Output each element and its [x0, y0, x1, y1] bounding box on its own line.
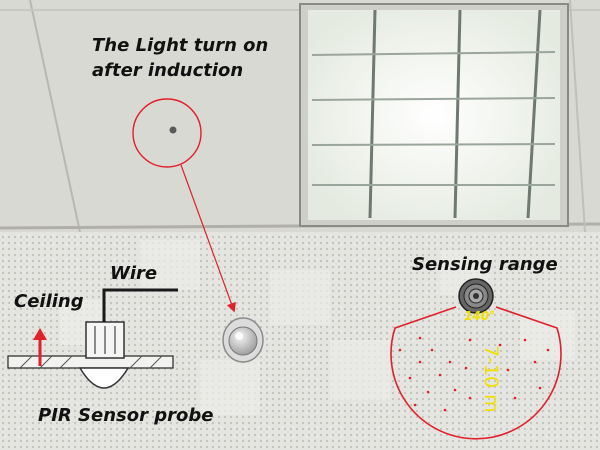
distance-label: 7-10 m: [480, 345, 502, 413]
wire-label: Wire: [110, 263, 157, 284]
angle-label: 140°: [464, 309, 495, 323]
sensing-range-label: Sensing range: [412, 254, 558, 275]
pir-probe-label: PIR Sensor probe: [38, 405, 213, 426]
fluorescent-light-icon: [300, 4, 568, 226]
annotation-line-2: after induction: [92, 60, 243, 81]
dome-sensor-icon: [223, 318, 263, 362]
annotation-line-1: The Light turn on: [92, 35, 268, 56]
ceiling-sensor-dot: [170, 127, 177, 134]
ceiling-label: Ceiling: [14, 291, 84, 312]
sensor-top-view-icon: [459, 279, 493, 313]
